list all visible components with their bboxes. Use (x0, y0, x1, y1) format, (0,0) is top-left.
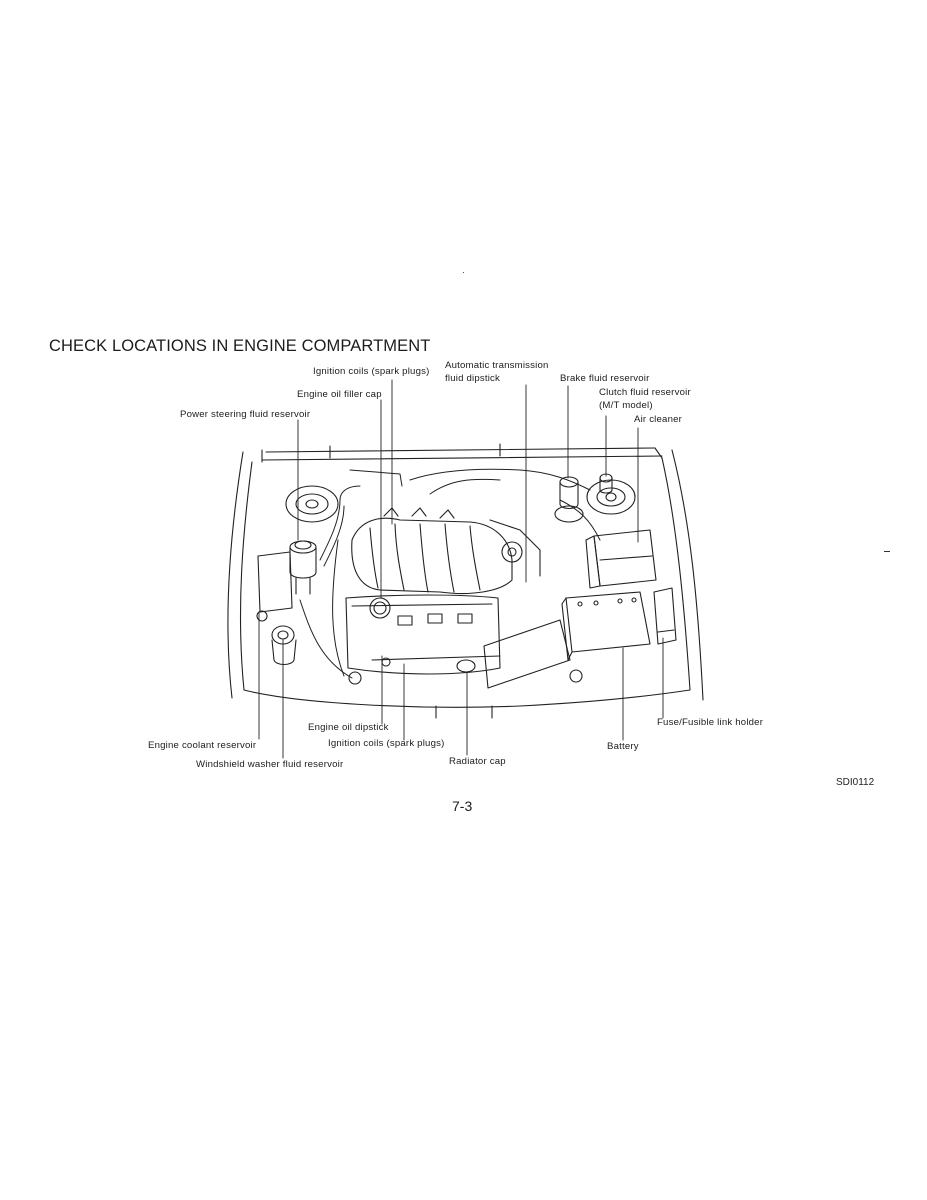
radiator-drawing (348, 619, 583, 689)
brake-reservoir-drawing (554, 473, 613, 523)
figure-code: SDI0112 (836, 777, 875, 788)
label-engine-oil-filler-cap: Engine oil filler cap (297, 389, 382, 400)
page-number: 7-3 (452, 798, 473, 814)
page-heading: CHECK LOCATIONS IN ENGINE COMPARTMENT (49, 337, 431, 355)
engine-block-drawing (345, 594, 501, 675)
label-ignition-coils-bottom: Ignition coils (spark plugs) (328, 738, 445, 749)
margin-mark (884, 551, 890, 552)
label-ignition-coils-top: Ignition coils (spark plugs) (313, 366, 430, 377)
label-windshield-washer-fluid-reservoir: Windshield washer fluid reservoir (196, 759, 344, 770)
battery-drawing (561, 591, 651, 661)
label-engine-oil-dipstick: Engine oil dipstick (308, 722, 389, 733)
label-fuse-fusible-link-holder: Fuse/Fusible link holder (657, 717, 764, 728)
label-air-cleaner: Air cleaner (634, 414, 683, 425)
coolant-reservoir-drawing (256, 551, 293, 622)
label-atf-dipstick-line1: Automatic transmission (445, 360, 549, 371)
fuse-holder-drawing (653, 587, 677, 645)
label-battery: Battery (607, 741, 639, 752)
label-engine-coolant-reservoir: Engine coolant reservoir (148, 740, 257, 751)
label-brake-fluid-reservoir: Brake fluid reservoir (560, 373, 650, 384)
scan-speck (463, 272, 464, 273)
air-cleaner-drawing (585, 529, 657, 589)
hoses-drawing (299, 468, 601, 679)
strut-towers (285, 479, 636, 523)
label-power-steering-fluid-reservoir: Power steering fluid reservoir (180, 409, 311, 420)
intake-manifold-drawing (351, 507, 541, 595)
label-atf-dipstick-line2: fluid dipstick (445, 373, 501, 384)
label-clutch-fluid-reservoir-line1: Clutch fluid reservoir (599, 387, 691, 398)
power-steering-reservoir-drawing (289, 540, 317, 595)
washer-reservoir-drawing (271, 625, 297, 666)
leader-lines (258, 379, 664, 759)
label-radiator-cap: Radiator cap (449, 756, 506, 767)
body-outline (227, 443, 704, 719)
label-clutch-fluid-reservoir-line2: (M/T model) (599, 400, 653, 411)
